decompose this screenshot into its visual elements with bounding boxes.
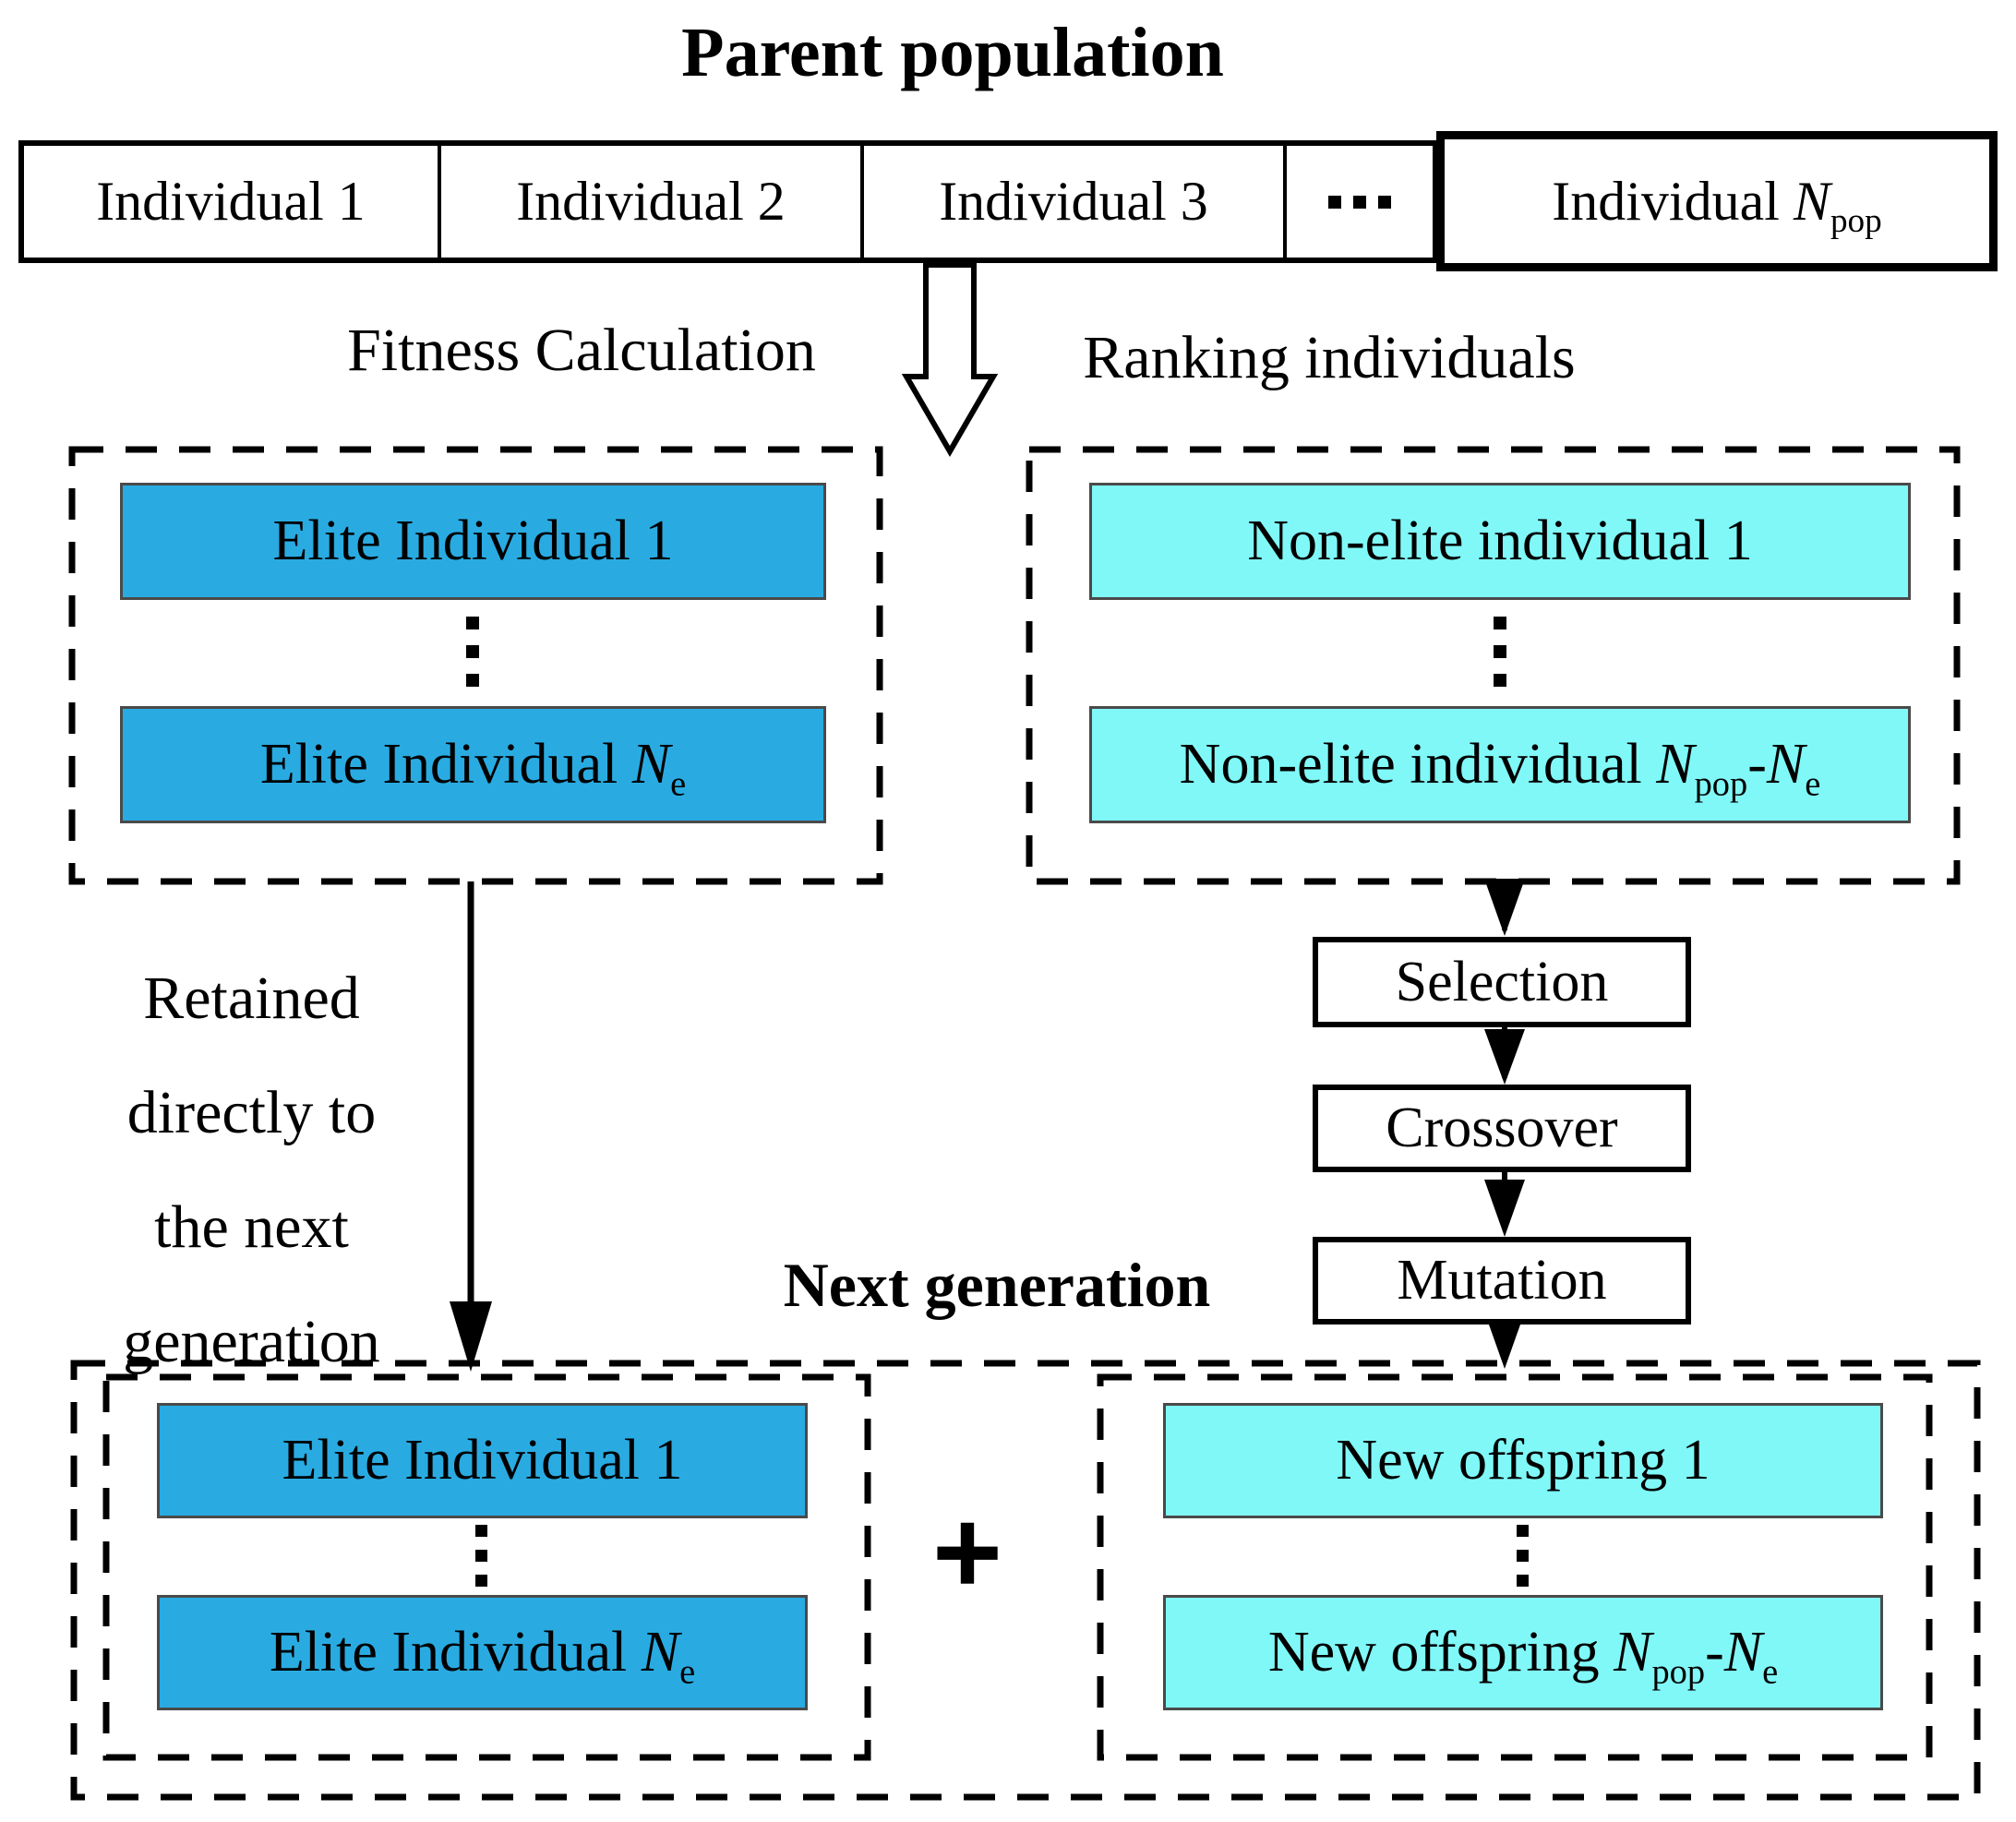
retained-line: Retained — [143, 965, 360, 1032]
vertical-ellipsis-icon — [1517, 1525, 1529, 1587]
box-label: Non-elite individual Npop-Ne — [1179, 733, 1821, 804]
parent-individual-3-cell: Individual 3 — [864, 146, 1287, 258]
retained-arrow-head-icon — [450, 1301, 492, 1372]
fitness-calculation-label: Fitness Calculation — [347, 317, 816, 384]
parent-individual-1-cell: Individual 1 — [24, 146, 441, 258]
next-generation-elite-dashed-border — [102, 1373, 871, 1761]
mutation-step-box: Mutation — [1313, 1237, 1691, 1325]
plus-sign: + — [932, 1483, 1002, 1619]
horizontal-ellipsis-icon — [1328, 195, 1391, 209]
box-label: Elite Individual Ne — [269, 1621, 696, 1692]
next-generation-outer-dashed-border — [70, 1360, 1981, 1801]
parent-population-row: Individual 1 Individual 2 Individual 3 — [18, 140, 1438, 263]
vertical-ellipsis-icon — [1494, 617, 1506, 687]
arrow-to-selection-head-icon — [1484, 879, 1525, 936]
retained-line: directly to — [126, 1079, 377, 1146]
new-offspring-1-box: New offspring 1 — [1163, 1403, 1883, 1518]
nonelite-individual-1-box: Non-elite individual 1 — [1089, 483, 1911, 600]
arrow-to-mutation-head-icon — [1484, 1180, 1525, 1237]
diagram-title: Parent population — [681, 13, 1224, 91]
box-label: New offspring Npop-Ne — [1267, 1621, 1779, 1692]
arrow-to-crossover-head-icon — [1484, 1029, 1525, 1085]
hollow-down-arrow-icon — [901, 262, 999, 457]
retained-line: the next — [154, 1193, 349, 1261]
retained-directly-label: Retained directly to the next generation — [69, 941, 434, 1399]
parent-row-ellipsis-cell — [1287, 146, 1433, 258]
crossover-step-box: Crossover — [1313, 1085, 1691, 1172]
new-offspring-npop-ne-box: New offspring Npop-Ne — [1163, 1595, 1883, 1710]
nonelite-individual-npop-ne-box: Non-elite individual Npop-Ne — [1089, 706, 1911, 823]
arrow-to-offspring-head-icon — [1484, 1312, 1525, 1369]
elite-group-dashed-border — [68, 446, 883, 885]
vertical-ellipsis-icon — [466, 617, 479, 687]
cell-label: Individual Npop — [1552, 170, 1882, 240]
parent-individual-npop-cell: Individual Npop — [1436, 131, 1998, 271]
ranking-individuals-label: Ranking individuals — [1083, 324, 1576, 391]
elite-individual-1-box: Elite Individual 1 — [120, 483, 826, 600]
retained-line: generation — [123, 1308, 380, 1375]
next-generation-offspring-dashed-border — [1097, 1373, 1933, 1761]
next-gen-elite-individual-1-box: Elite Individual 1 — [157, 1403, 808, 1518]
elite-individual-ne-box: Elite Individual Ne — [120, 706, 826, 823]
selection-step-box: Selection — [1313, 937, 1691, 1027]
vertical-ellipsis-icon — [475, 1525, 487, 1587]
next-generation-label: Next generation — [783, 1249, 1211, 1320]
parent-individual-2-cell: Individual 2 — [441, 146, 864, 258]
next-gen-elite-individual-ne-box: Elite Individual Ne — [157, 1595, 808, 1710]
box-label: Elite Individual Ne — [259, 733, 687, 804]
